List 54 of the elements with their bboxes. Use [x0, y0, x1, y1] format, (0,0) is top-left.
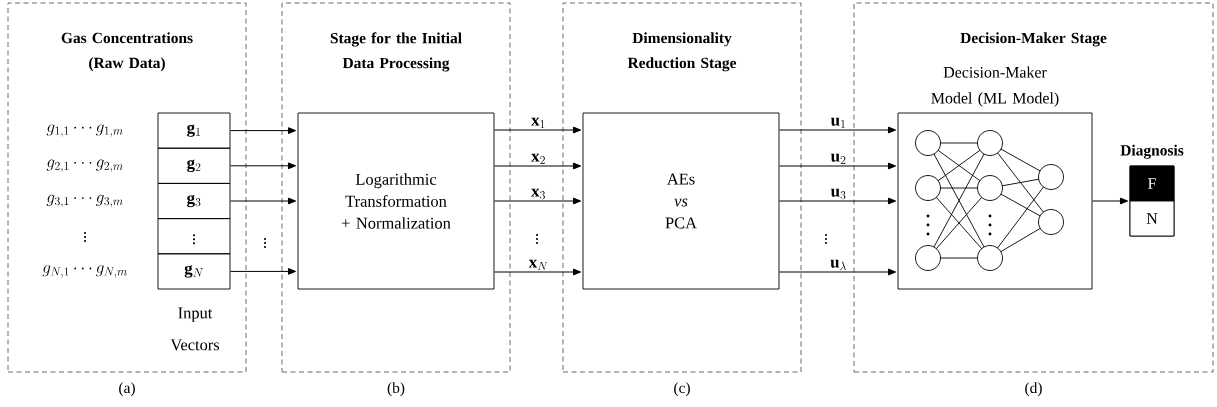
arrow [229, 268, 297, 275]
arrow [778, 162, 897, 170]
panel-title: Gas Concentrations (Raw Data) [61, 32, 193, 72]
diagnosis-title: Diagnosis [1120, 144, 1184, 159]
edge-label: $\mathbf{x}_1$ [531, 117, 545, 129]
panel-title: Decision-Maker Stage [960, 32, 1107, 47]
arrow [229, 197, 297, 205]
math-label: $\vdots$ [264, 238, 266, 248]
process-box: AEs vs PCA [582, 112, 780, 290]
dashed-panel [562, 2, 802, 397]
arrow [229, 162, 297, 170]
output-cell: N [1129, 200, 1175, 237]
model-box [897, 66, 1093, 290]
arrow [1091, 197, 1129, 205]
arrow [778, 126, 897, 134]
arrow [493, 197, 582, 205]
dashed-panel [281, 2, 511, 397]
panel-caption: (a) [119, 382, 135, 397]
math-label: $g_{3,1}\cdots g_{3,m}$ [46, 194, 123, 208]
edge-label: $\mathbf{u}_2$ [830, 153, 846, 165]
vector-cell: $\vdots$ [157, 218, 231, 255]
arrow [778, 268, 897, 276]
math-label: $g_{1,1}\cdots g_{1,m}$ [46, 124, 123, 137]
edge-label: $\mathbf{x}_2$ [531, 153, 545, 165]
vector-caption: Input Vectors [170, 307, 220, 351]
edge-label: $\mathbf{u}_\lambda$ [830, 259, 846, 271]
dashed-panel [853, 2, 1214, 397]
vector-cell: $\mathbf{g}_1$ [157, 112, 231, 149]
panel-title: Dimensionality Reduction Stage [627, 32, 737, 72]
panel-caption: (b) [387, 382, 405, 397]
dashed-panel [7, 2, 247, 397]
model-title: Decision-Maker Model (ML Model) [931, 66, 1059, 107]
vector-cell: $\mathbf{g}_N$ [157, 253, 231, 290]
panel-caption: (d) [1025, 382, 1042, 397]
arrow [778, 197, 897, 205]
arrow [493, 162, 582, 170]
arrow [493, 126, 582, 134]
vector-cell: $\mathbf{g}_2$ [157, 147, 231, 184]
process-box: Logarithmic Transformation + Normalization [297, 112, 495, 290]
math-label: $g_{N,1}\cdots g_{N,m}$ [42, 265, 127, 278]
arrow [493, 268, 582, 276]
panel-title: Stage for the Initial Data Processing [330, 32, 462, 72]
math-label: $\vdots$ [825, 234, 827, 244]
edge-label: $\mathbf{x}_N$ [528, 259, 548, 271]
vector-cell: $\mathbf{g}_3$ [157, 182, 231, 220]
panel-caption: (c) [674, 382, 690, 397]
math-label: $\vdots$ [536, 234, 538, 244]
edge-label: $\mathbf{x}_3$ [531, 188, 545, 200]
output-cell: F [1129, 165, 1175, 202]
math-label: $g_{2,1}\cdots g_{2,m}$ [46, 159, 123, 173]
edge-label: $\mathbf{u}_1$ [830, 117, 845, 129]
arrow [229, 127, 297, 134]
edge-label: $\mathbf{u}_3$ [830, 188, 846, 200]
math-label: $\vdots$ [84, 232, 86, 242]
